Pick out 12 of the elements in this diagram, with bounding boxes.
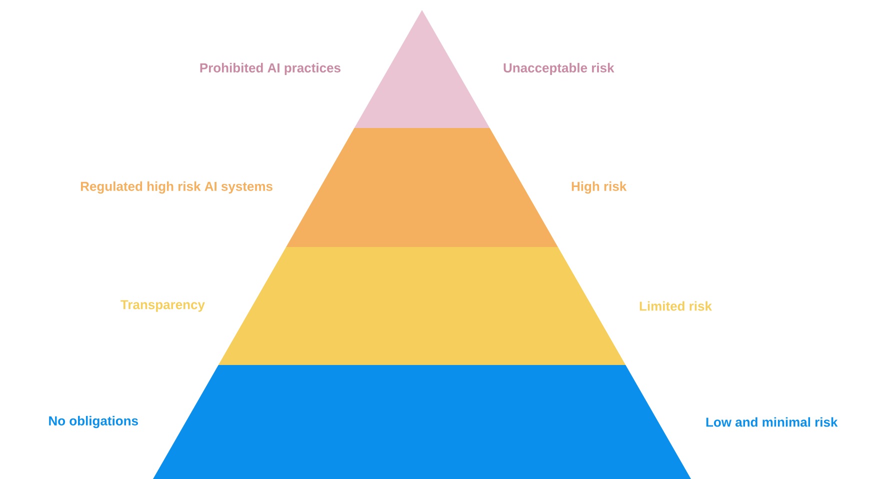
tier-label: Regulated high risk AI systems <box>80 181 272 194</box>
pyramid-band <box>286 128 558 247</box>
tier-label: Transparency <box>120 300 205 312</box>
tier-label: Low and minimal risk <box>706 417 838 427</box>
tier-label: High risk <box>572 181 627 194</box>
tier-label: Unacceptable risk <box>504 62 614 76</box>
pyramid-band <box>354 10 490 128</box>
tier-label: Limited risk <box>640 301 712 311</box>
tier-label: Prohibited AI practices <box>200 62 340 76</box>
pyramid-band <box>153 365 691 479</box>
pyramid-band <box>218 247 626 365</box>
tier-label: No obligations <box>49 416 138 428</box>
